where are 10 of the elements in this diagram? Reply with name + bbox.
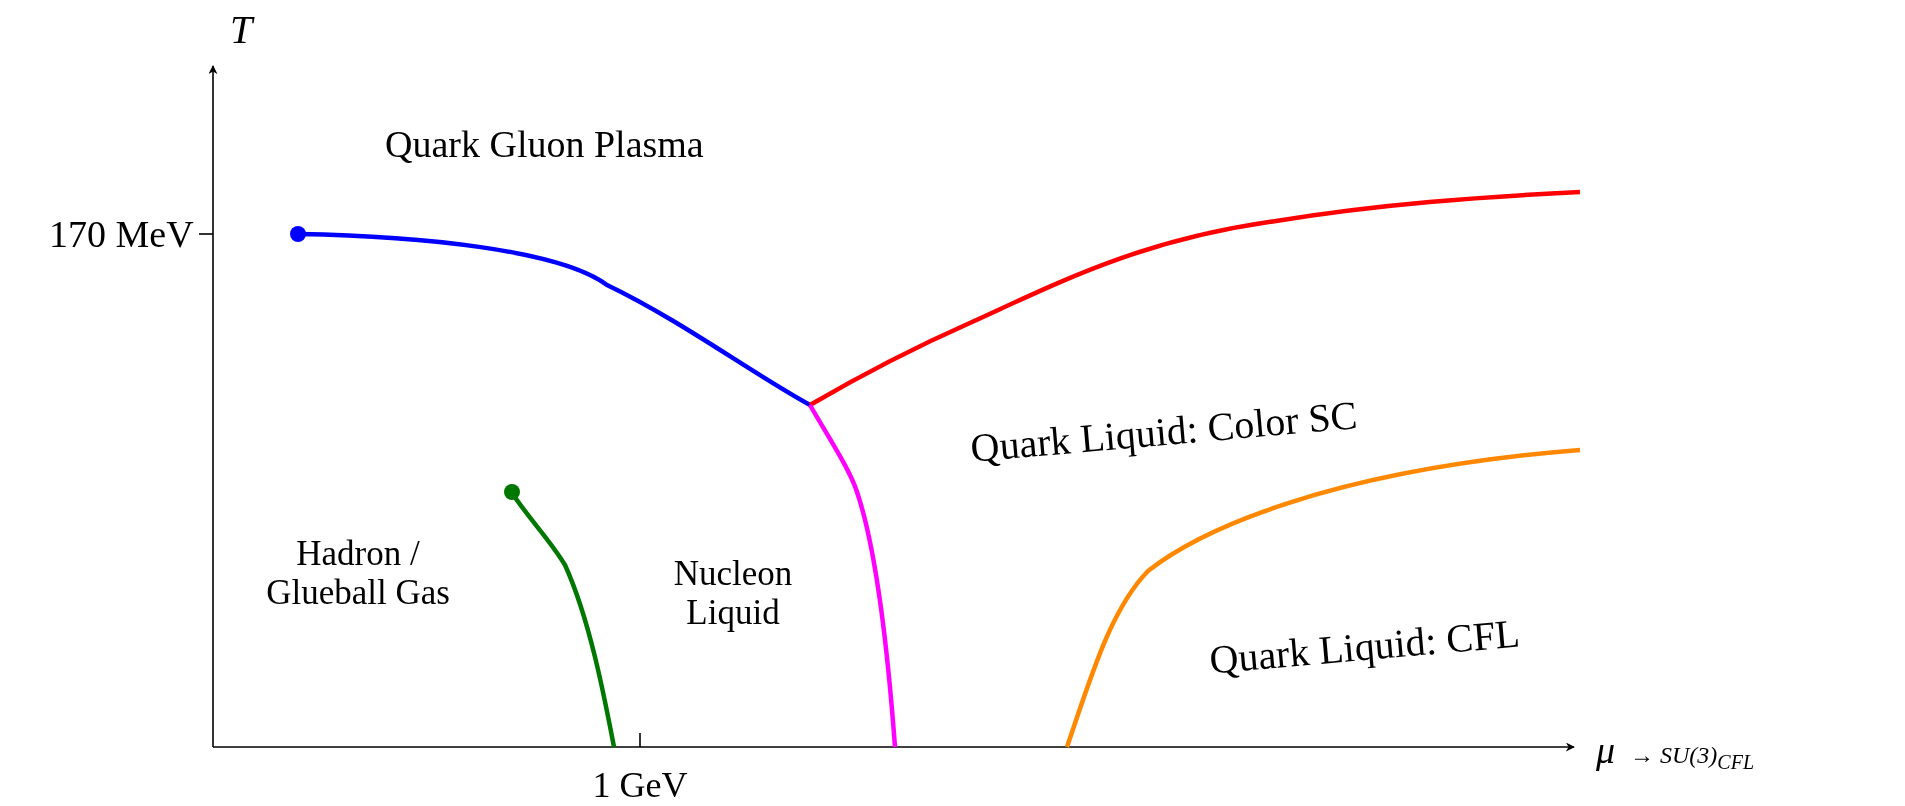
axis-label: T — [230, 8, 253, 52]
region-label: Quark Liquid: CFL — [1207, 611, 1521, 683]
axis-label: μ — [1596, 730, 1616, 772]
region-label: Quark Liquid: Color SC — [968, 393, 1359, 471]
group-label: → SU(3)$_{CFL}$ — [1630, 742, 1754, 773]
region-label: Quark Gluon Plasma — [385, 124, 704, 166]
region-label: Hadron / Glueball Gas — [265, 535, 451, 612]
tick-label: 1 GeV — [592, 766, 688, 806]
region-label: Nucleon Liquid — [672, 555, 794, 632]
tick-label: 170 MeV — [49, 214, 194, 256]
